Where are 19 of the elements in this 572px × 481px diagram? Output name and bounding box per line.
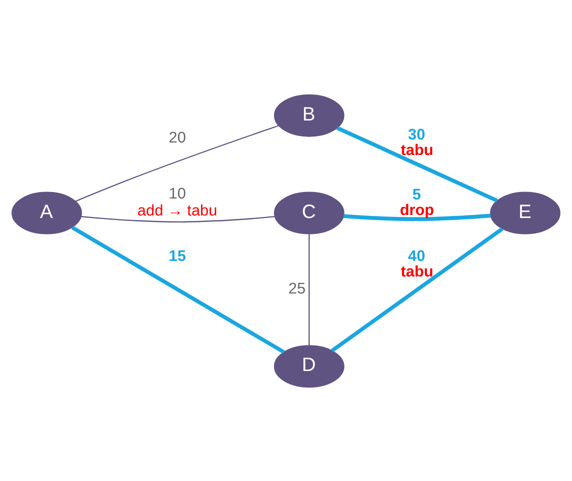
edge-label: 30 tabu: [400, 126, 434, 158]
edge-label: 40 tabu: [400, 248, 434, 280]
edge-label: 5 drop: [400, 186, 434, 218]
node-ellipse: A: [12, 191, 82, 234]
connector: [331, 226, 504, 352]
connector: [81, 216, 275, 222]
connector: [71, 225, 285, 354]
connector: [344, 213, 491, 220]
node-ellipse: C: [274, 191, 344, 234]
connector: [308, 233, 310, 345]
node-ellipse: E: [490, 191, 560, 234]
edge-label: 10 add → tabu: [137, 184, 218, 220]
connector: [336, 126, 498, 202]
node-ellipse: D: [274, 344, 344, 388]
edge-label: 20: [168, 128, 186, 146]
node-ellipse: B: [274, 94, 344, 136]
edge-label: 15: [168, 248, 186, 265]
connector: [75, 124, 279, 202]
edge-label: 25: [288, 280, 306, 297]
